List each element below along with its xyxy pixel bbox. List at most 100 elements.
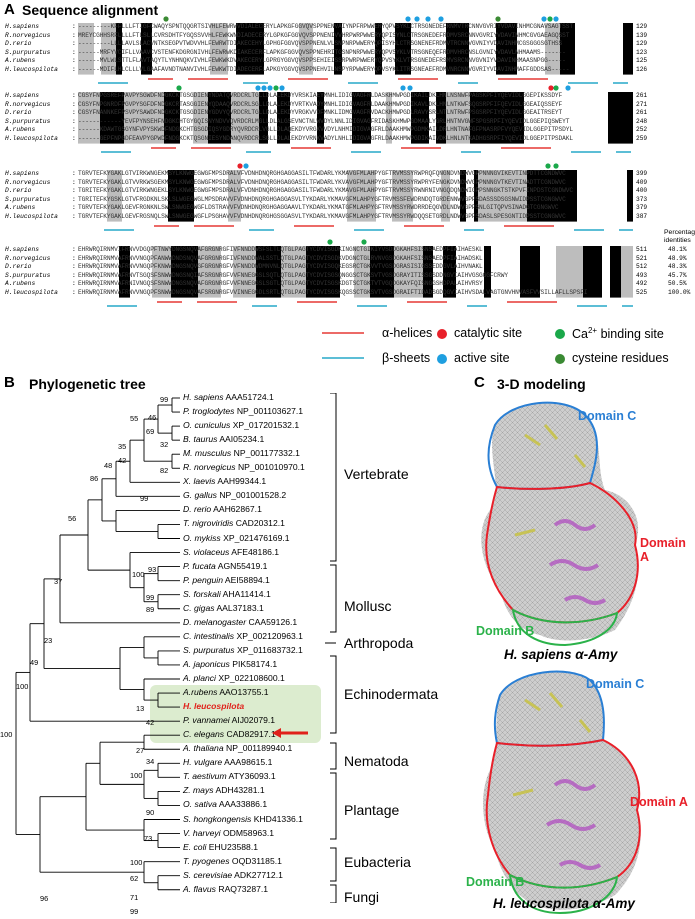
active-site-dot [541,16,547,22]
bootstrap-value: 69 [146,427,155,436]
hsapiens-domain-c-label: Domain C [578,409,637,423]
active-site-dot [279,85,285,91]
tree-leaf: Z. mays ADH43281.1 [183,785,265,795]
panel-a-title: Sequence alignment [22,2,159,18]
bootstrap-value: 89 [146,605,155,614]
separator: : [72,92,76,99]
tree-leaf: C. elegans CAD82917.1 [183,729,276,739]
separator: : [72,109,76,117]
species-name: H.leucospilota [5,289,58,296]
bootstrap-value: 34 [146,757,155,766]
leaf-species: P. troglodytes [183,406,235,417]
bootstrap-value: 96 [40,894,49,903]
bootstrap-value: 86 [90,474,99,483]
binding-site-dot [553,163,559,169]
bootstrap-value: 99 [140,494,149,503]
separator: : [72,117,76,125]
leaf-species: A. flavus [183,883,216,894]
residue-count: 387 [636,213,648,220]
active-site-dot [267,85,273,91]
separator: : [72,23,76,30]
active-site-dot [565,85,571,91]
bootstrap-value: 93 [148,565,157,574]
catalytic-site-dot [237,163,243,169]
panel-c-letter: C [474,374,485,391]
tree-leaf: O. cuniculus XP_017201532.1 [183,420,299,430]
active-site-dot [243,163,249,169]
leaf-accession: AAH99344.1 [217,476,267,487]
leaf-accession: ADK27712.1 [234,869,283,880]
group-echinodermata: Echinodermata [344,686,439,702]
sequence-row: ---------KFFLLLFTIGFCWAQYSPNTQQGRTSIVHLF… [78,23,573,30]
leaf-species: T. aestivum [183,771,227,782]
leaf-species: T. pyogenes [183,855,230,866]
leaf-species: C. gigas [183,602,215,613]
bootstrap-value: 55 [130,414,139,423]
panel-b-letter: B [4,374,15,391]
leaf-accession: NP_001189940.1 [226,743,293,754]
conservation-shading [107,170,633,222]
residue-count: 252 [636,126,648,134]
residue-count: 139 [636,31,648,39]
residue-count: 125 [636,57,648,65]
bootstrap-value: 100 [132,570,145,579]
residue-count: 271 [636,100,648,108]
leaf-accession: AAA51724.1 [225,392,274,402]
bootstrap-value: 62 [130,874,139,883]
species-name: H.sapiens [5,170,40,177]
leaf-species: T. nigroviridis [183,518,234,529]
leaf-species: S. purpuratus [183,644,235,655]
bootstrap-value: 49 [30,658,39,667]
leaf-species: P. vannamei [183,715,230,726]
sequence-row: ------MVLWLSTTLFLAVTAQYTLYNHNQKVIVHLFEWK… [78,57,566,65]
sequence-row: EHRWRQIRNMVIFRNVVDGQPFTNWYDNGSNQVAFGRGNR… [78,246,483,253]
bootstrap-value: 42 [118,456,127,465]
site-markers [327,239,367,245]
tree-leaf: M. musculus NP_001177332.1 [183,448,300,458]
separator: : [72,48,76,56]
conservation-shading [119,246,633,298]
tree-leaf: D. melanogaster CAA59126.1 [183,617,297,627]
leaf-accession: ODM58963.1 [222,827,275,838]
secondary-structure-track [101,146,631,153]
bootstrap-value: 37 [54,577,63,586]
tree-leaf: S. violaceus AFE48186.1 [183,547,279,557]
tree-leaf: D. rerio AAH62867.1 [183,504,262,514]
separator: : [72,31,76,39]
sequence-row: EHRWRQIRNMVAFRNVTSGQSFSNWWDNGSNQIAFSRGNR… [78,271,508,279]
residue-count: 399 [636,170,648,177]
active-dot [437,354,447,364]
bootstrap-value: 100 [130,771,143,780]
secondary-structure-track [98,77,628,84]
hleucospilota-domain-b-outline [508,873,619,915]
sequence-row: CGSYFNANNKEFPSVPYSAWDFNDGKCKTGSGDIENYGDV… [78,109,563,117]
bootstrap-value: 42 [146,718,155,727]
leaf-species: A. japonicus [183,658,230,669]
sequence-row: TGRVTEFKYGAKLGEVFRGNKNLSWLSNWGEGWGFLDSTR… [78,204,559,212]
hsapiens-domain-b-label: Domain B [476,624,535,638]
binding-site-dot [547,16,553,22]
bootstrap-value: 71 [130,893,139,902]
tree-leaf: H. sapiens AAA51724.1 [183,392,274,402]
residue-count: 129 [636,40,648,48]
leaf-accession: AAL37183.1 [216,602,264,613]
leaf-accession: KHD41336.1 [253,813,303,824]
leaf-accession: AAA98615.1 [224,757,273,768]
binding-site-dot [545,163,551,169]
tree-leaf: V. harveyi ODM58963.1 [183,828,274,838]
tree-leaf: P. troglodytes NP_001103627.1 [183,406,303,416]
leaf-accession: XP_021476169.1 [223,532,290,543]
leaf-species: P. penguin [183,574,223,585]
leaf-species: G. gallus [183,490,217,501]
bootstrap-value: 73 [144,834,153,843]
separator: : [72,187,76,195]
residue-count: 373 [636,195,648,203]
hsapiens-domain-a-label: Domain A [640,536,686,564]
group-plantage: Plantage [344,802,400,818]
residue-count: 129 [636,23,648,30]
conservation-shading [78,23,633,75]
residue-count: 261 [636,92,648,99]
cysteine-dot [555,354,565,364]
bootstrap-value: 46 [148,413,157,422]
